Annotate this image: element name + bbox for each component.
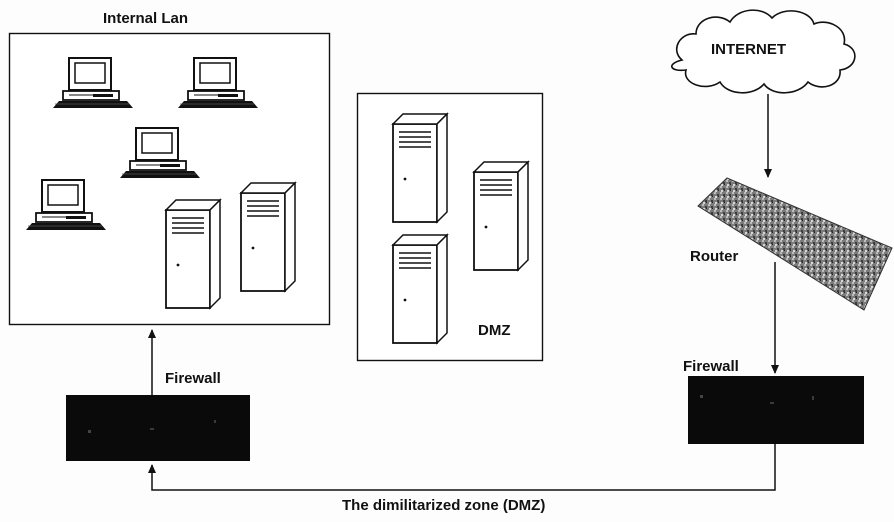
server-icon	[165, 199, 221, 309]
router-icon	[697, 177, 893, 311]
router-label: Router	[690, 248, 739, 265]
diagram-caption: The dimilitarized zone (DMZ)	[342, 497, 546, 514]
firewall-icon	[688, 376, 864, 444]
server-icon	[392, 113, 448, 223]
server-icon	[240, 182, 296, 292]
firewall-right-label: Firewall	[683, 358, 739, 375]
server-icon	[473, 161, 529, 271]
connector-firewalls	[148, 444, 776, 491]
dmz-label: DMZ	[478, 322, 511, 339]
firewall-left-label: Firewall	[165, 370, 221, 387]
firewall-icon	[66, 395, 250, 461]
server-icon	[392, 234, 448, 344]
internal-lan-label: Internal Lan	[103, 10, 189, 27]
internet-label: INTERNET	[711, 41, 786, 58]
